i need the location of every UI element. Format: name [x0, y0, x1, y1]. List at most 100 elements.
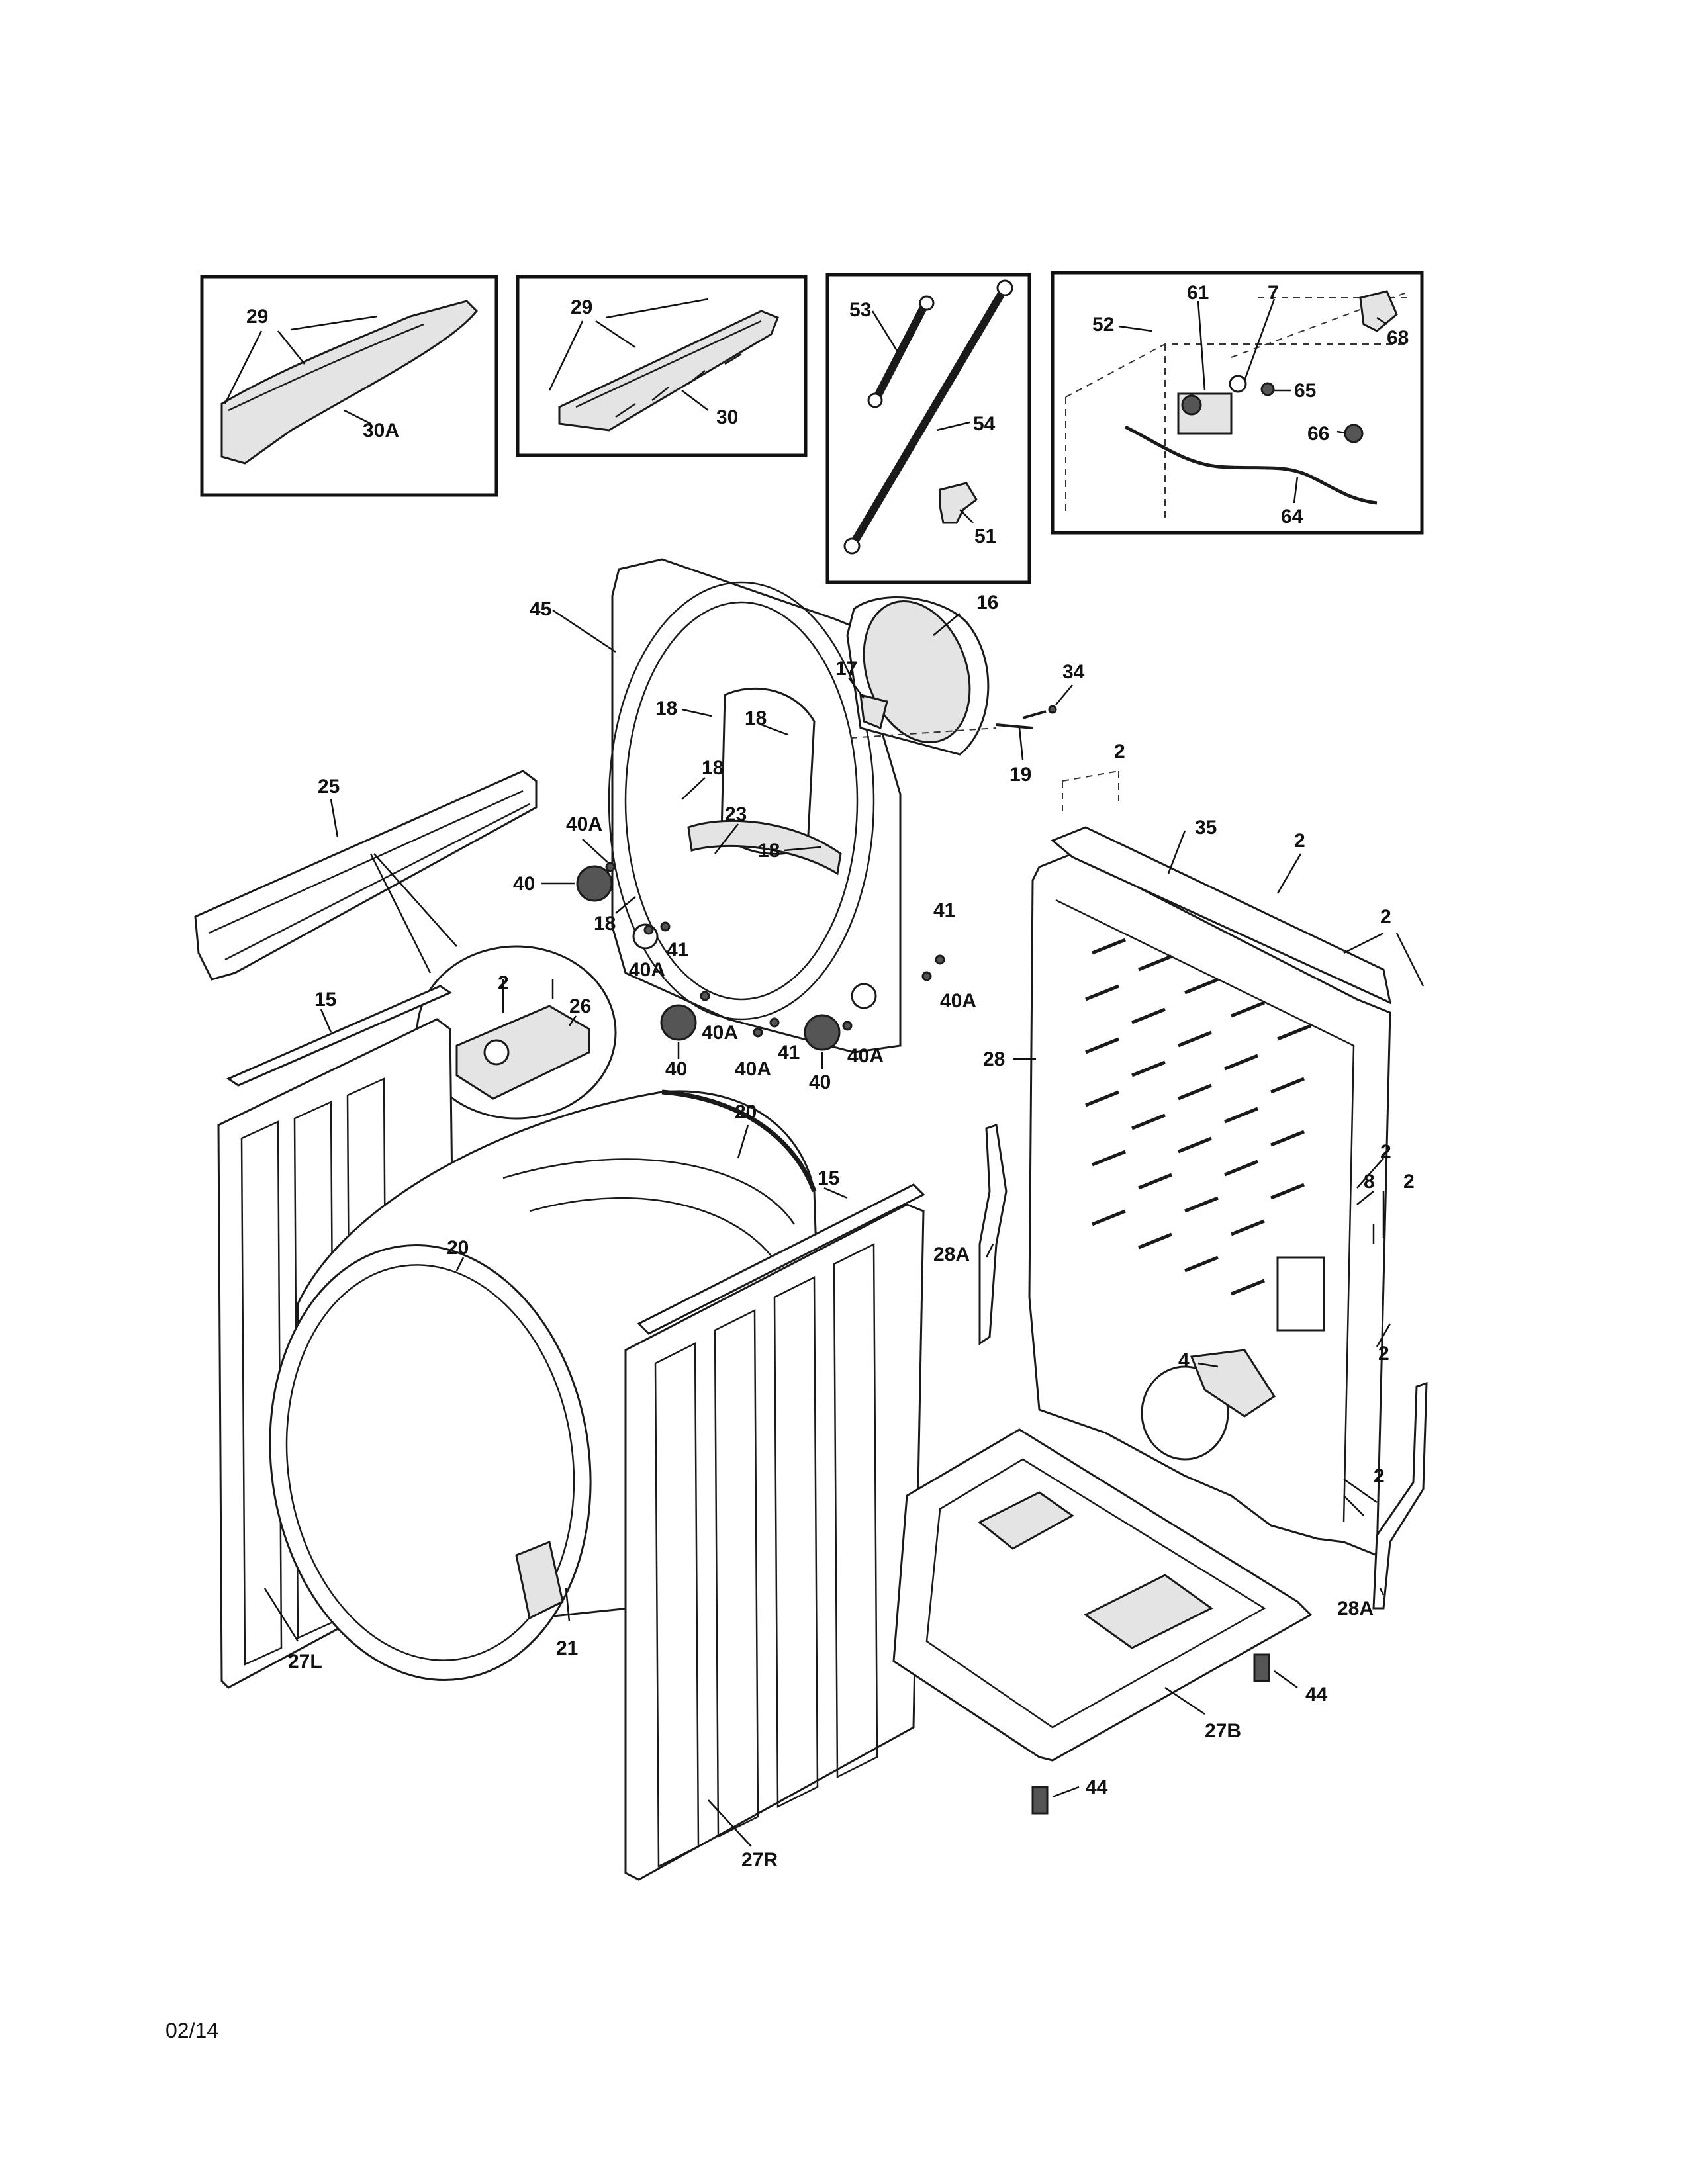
leader-2c — [1276, 853, 1302, 894]
date-code: 02/14 — [165, 2019, 219, 2042]
callout-41c: 41 — [933, 899, 955, 921]
leader-52 — [1118, 325, 1152, 332]
callout-44a: 44 — [1305, 1684, 1328, 1706]
leader-20a — [737, 1124, 749, 1159]
leader-28Ab — [1379, 1588, 1385, 1596]
part-17-clip — [859, 694, 888, 730]
callout-19: 19 — [1009, 764, 1031, 786]
callout-28Aa: 28A — [933, 1244, 970, 1265]
part-41-nut-c — [935, 954, 945, 965]
part-34-screw — [1048, 705, 1057, 714]
callout-30a: 30A — [363, 420, 399, 441]
callout-2h: 2 — [1374, 1465, 1385, 1487]
callout-18d: 18 — [758, 840, 780, 862]
callout-40Aa: 40A — [566, 813, 602, 835]
leader-15a — [320, 1009, 332, 1033]
leader-26 — [568, 1015, 577, 1026]
leader-2d — [1343, 932, 1425, 987]
leader-18c — [681, 777, 706, 800]
leader-18e — [615, 896, 636, 914]
leader-18a — [681, 708, 712, 717]
leader-18b — [761, 723, 788, 736]
valve-cabinet-ghost-lines — [1065, 291, 1411, 523]
part-20-rear-seal — [661, 1089, 817, 1193]
inset-box-30: 29 30 — [516, 275, 808, 457]
callout-44b: 44 — [1086, 1776, 1108, 1798]
leader-4 — [1197, 1362, 1219, 1368]
leader-61 — [1197, 300, 1206, 391]
callout-40c: 40 — [809, 1071, 831, 1093]
part-41-nut-b — [769, 1017, 780, 1028]
callout-2e: 2 — [1380, 1141, 1391, 1163]
callout-27B: 27B — [1205, 1720, 1241, 1742]
leader-45 — [552, 609, 616, 653]
part-40a-washer-f — [842, 1021, 853, 1031]
part-41-nut-a — [660, 921, 671, 932]
callout-18a: 18 — [655, 698, 677, 719]
rear-panel-group: 2 35 2 2 28 28A 4 2 2 2 8 2 28A — [933, 741, 1428, 1619]
callout-53: 53 — [849, 299, 871, 321]
part-53-fitting-bottom — [867, 392, 883, 408]
part-21-baffle — [515, 1540, 564, 1620]
callout-2f: 2 — [1403, 1171, 1415, 1193]
part-4-bracket — [1190, 1349, 1276, 1418]
part-35-top-rail — [1051, 826, 1392, 1005]
callout-17: 17 — [835, 658, 857, 680]
leader-27L — [263, 1588, 299, 1642]
part-8-cover — [1276, 1256, 1325, 1332]
screw-ghost-2b — [1062, 770, 1119, 811]
callout-54: 54 — [973, 413, 996, 435]
callout-41b: 41 — [778, 1042, 800, 1064]
part-21-drum-front-opening — [269, 1244, 592, 1681]
callout-25: 25 — [318, 776, 340, 797]
callout-30: 30 — [716, 406, 738, 428]
inset-frame-3 — [825, 273, 1031, 584]
front-bulkhead-group: 45 16 17 34 19 — [530, 558, 1085, 1054]
part-28a-seal-left — [978, 1124, 1008, 1345]
part-61-coil — [1181, 394, 1202, 416]
leader-40Aa — [582, 839, 608, 863]
leader-2e — [1356, 1158, 1384, 1205]
callout-40a: 40 — [513, 873, 535, 895]
leader-21 — [565, 1588, 571, 1622]
inset-box-30a: 29 30A — [200, 275, 498, 497]
part-44-leg-a — [1253, 1653, 1270, 1682]
callout-45: 45 — [530, 598, 551, 620]
callout-18b: 18 — [745, 707, 767, 729]
part-25-flanges — [208, 790, 530, 961]
leader-2a — [502, 979, 554, 1013]
part-30a-shape — [220, 300, 479, 465]
part-40-roller-c — [804, 1014, 841, 1051]
callout-2d: 2 — [1380, 906, 1391, 928]
callout-15a: 15 — [314, 989, 336, 1011]
inset-box-valve: 52 61 7 65 68 66 64 — [1051, 271, 1424, 535]
callout-29a: 29 — [246, 306, 268, 328]
callout-2g: 2 — [1378, 1343, 1389, 1365]
right-side-group: 15 27R — [624, 1167, 925, 1881]
part-16-screen — [863, 600, 971, 744]
part-23-lint-seal — [687, 819, 842, 876]
part-40a-washer-a — [605, 862, 616, 872]
leader-34 — [1055, 684, 1073, 705]
part-68-connector — [1359, 290, 1398, 332]
callout-18e: 18 — [594, 913, 616, 934]
part-30-shape — [558, 310, 779, 432]
callout-18c: 18 — [702, 757, 724, 779]
callout-8: 8 — [1364, 1171, 1375, 1193]
callout-28Ab: 28A — [1337, 1598, 1374, 1619]
callout-52: 52 — [1092, 314, 1114, 336]
callout-21: 21 — [556, 1637, 578, 1659]
callout-7: 7 — [1268, 282, 1279, 304]
roller-group: 40A 40 40A 41 40 40A 40A 41 40A 40 41 40… — [513, 813, 976, 1093]
top-brace-group: 25 — [194, 770, 538, 981]
inset-frame-2 — [516, 275, 808, 457]
part-15-rail-left — [226, 985, 453, 1087]
leader-19 — [1018, 727, 1024, 760]
leader-27R — [708, 1799, 752, 1847]
callout-40Ac: 40A — [702, 1022, 738, 1044]
callout-35: 35 — [1195, 817, 1217, 839]
part-26-control-board — [455, 1005, 590, 1100]
leader-27B — [1164, 1686, 1205, 1715]
callout-40Ad: 40A — [735, 1058, 771, 1080]
